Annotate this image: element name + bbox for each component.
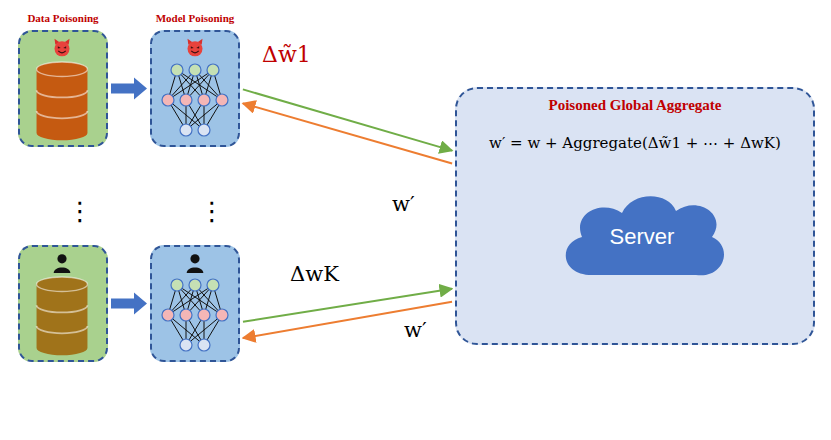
- block-arrow: [111, 78, 147, 100]
- ellipsis-mark: ⋮: [188, 196, 236, 226]
- database-icon: [37, 62, 88, 140]
- devil-icon: [188, 39, 203, 57]
- region-title: Poisoned Global Aggregate: [457, 97, 813, 114]
- person-icon: [54, 254, 71, 273]
- neural-net-icon: [162, 279, 228, 351]
- person-icon: [187, 254, 204, 273]
- edge-label: ΔwK: [290, 262, 339, 286]
- box-heading: Data Poisoning: [0, 12, 126, 24]
- ellipsis-mark: ⋮: [56, 196, 104, 226]
- server-region: Poisoned Global Aggregate w′ = w + Aggreg…: [455, 87, 815, 345]
- upload-arrow: [243, 89, 452, 150]
- edge-label: Δw̃1: [262, 42, 311, 67]
- block-arrow: [111, 293, 147, 315]
- box-heading: Model Poisoning: [132, 12, 258, 24]
- download-arrow: [243, 103, 452, 163]
- edge-label: w′: [392, 192, 415, 216]
- formula: w′ = w + Aggregate(Δw̃1 + ⋯ + ΔwK): [457, 134, 813, 152]
- database-icon: [37, 277, 88, 355]
- edge-label: w′: [404, 318, 427, 342]
- upload-arrow: [243, 289, 452, 322]
- neural-net-icon: [162, 64, 228, 136]
- devil-icon: [55, 39, 70, 57]
- server-cloud: Server: [552, 187, 732, 287]
- cloud-label: Server: [610, 224, 675, 250]
